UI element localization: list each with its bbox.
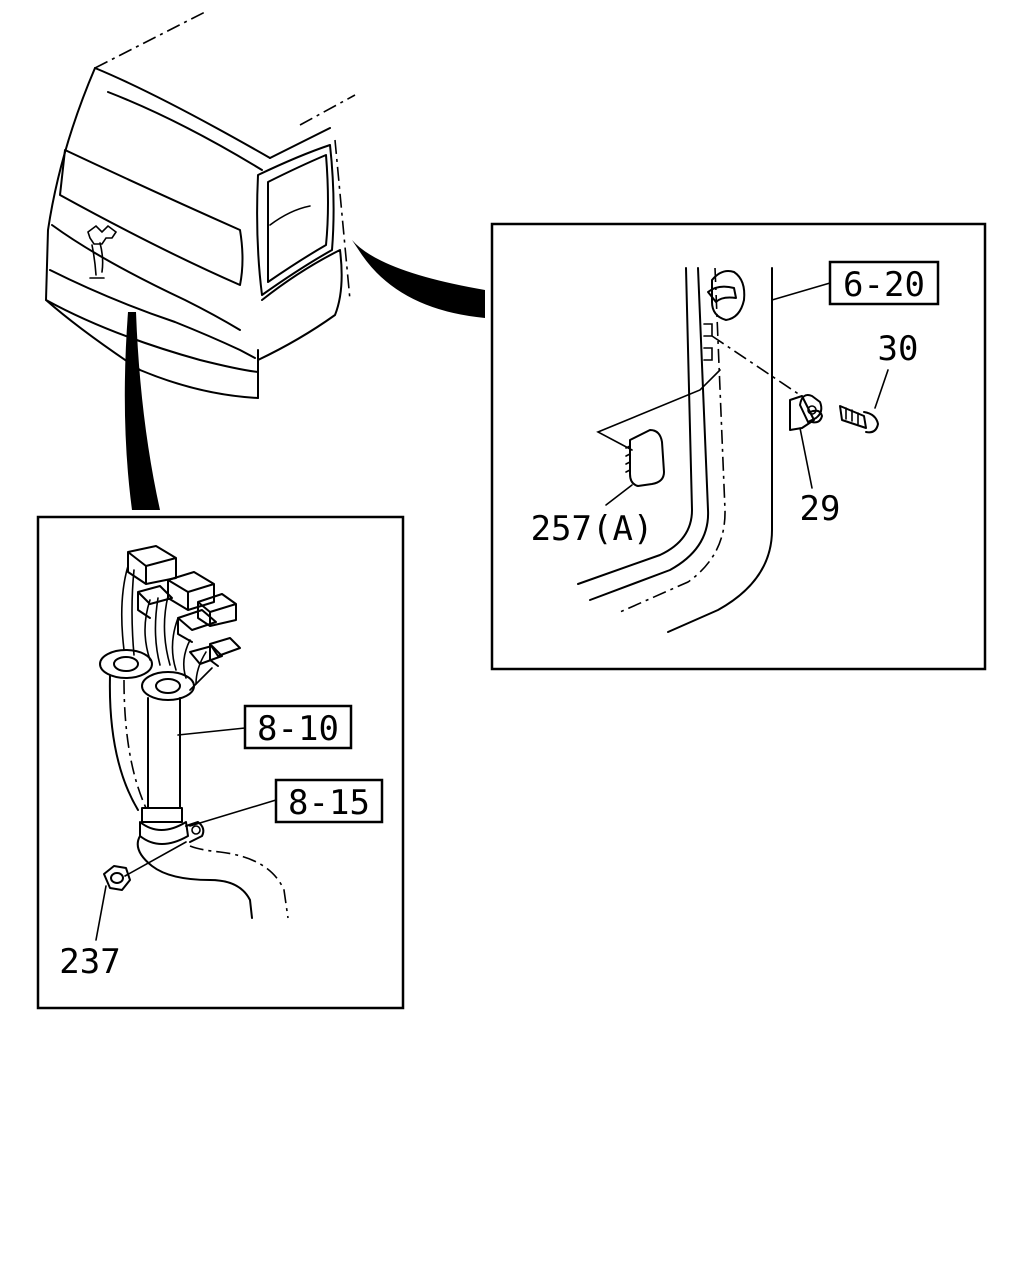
leader-to-door-detail bbox=[352, 240, 485, 318]
ref-8-10-label: 8-10 bbox=[257, 709, 339, 749]
ref-8-10-tag bbox=[243, 704, 353, 750]
door-striker bbox=[707, 270, 746, 321]
connector-257a bbox=[625, 429, 665, 487]
screw-30 bbox=[839, 405, 879, 434]
harness-connectors bbox=[127, 545, 241, 667]
leader-to-tailgate-detail bbox=[124, 312, 160, 510]
part-257a-label: 257(A) bbox=[531, 509, 654, 549]
part-30-label: 30 bbox=[878, 329, 919, 369]
ref-6-20-label: 6-20 bbox=[843, 265, 925, 305]
door-switch-29 bbox=[789, 394, 823, 431]
part-237-label: 237 bbox=[59, 942, 120, 982]
ref-6-20-tag bbox=[828, 260, 940, 306]
ref-8-15-label: 8-15 bbox=[288, 783, 370, 823]
harness-clamp bbox=[139, 807, 205, 845]
harness-grommets bbox=[99, 649, 195, 701]
door-switch-detail: 6-20 30 29 257(A) bbox=[490, 222, 987, 671]
nut-237 bbox=[103, 865, 131, 891]
vehicle-rear-overview bbox=[45, 11, 356, 399]
part-29-label: 29 bbox=[800, 489, 841, 529]
tailgate-harness-detail: 8-10 8-15 237 bbox=[36, 515, 405, 1010]
ref-8-15-tag bbox=[274, 778, 384, 824]
